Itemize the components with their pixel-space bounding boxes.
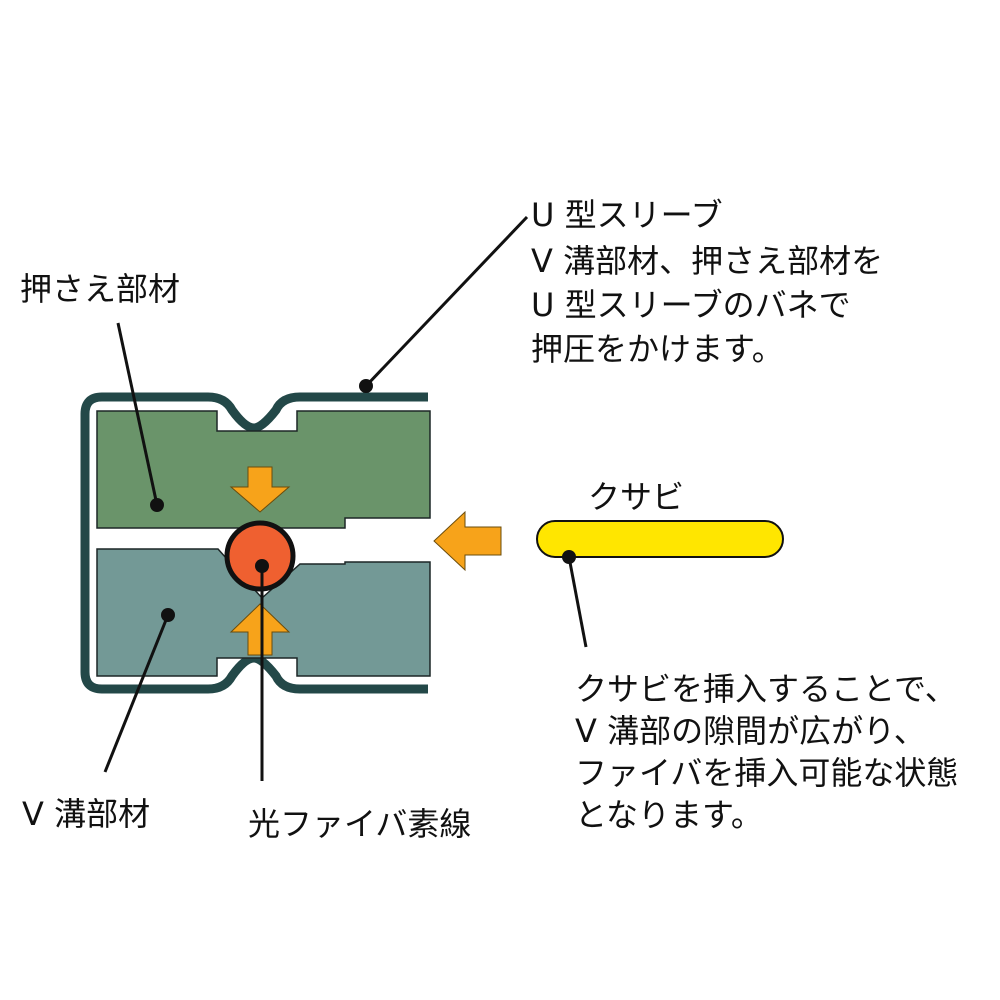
dot-fiber (255, 559, 269, 573)
wedge-label: クサビ (588, 478, 684, 516)
u-sleeve (80, 392, 428, 694)
insert-direction-arrow (433, 510, 502, 572)
dot-u-sleeve (359, 379, 373, 393)
up-pressure-arrow (229, 603, 291, 656)
leader-line-press-member (116, 322, 159, 506)
wedge-note-line-3: ファイバを挿入可能な状態 (575, 754, 958, 792)
v-groove-member-label: V 溝部材 (22, 795, 150, 833)
wedge (536, 520, 784, 558)
u-sleeve-desc-line-2: V 溝部材、押さえ部材を (531, 242, 883, 280)
optical-fiber (224, 520, 296, 592)
down-pressure-arrow (229, 466, 291, 513)
wedge-note-line-2: V 溝部の隙間が広がり、 (575, 712, 926, 750)
leader-line-v-groove (103, 614, 170, 773)
u-sleeve-desc-line-4: 押圧をかけます。 (531, 330, 784, 368)
fiber-label: 光ファイバ素線 (248, 805, 471, 843)
wedge-note-line-4: となります。 (575, 796, 763, 834)
leader-line-u-sleeve (364, 215, 529, 388)
dot-press-member (150, 498, 164, 512)
dot-wedge (562, 550, 576, 564)
u-sleeve-desc-line-3: U 型スリーブのバネで (531, 286, 851, 324)
press-member-label: 押さえ部材 (20, 270, 180, 308)
dot-v-groove (161, 608, 175, 622)
wedge-note-line-1: クサビを挿入することで、 (575, 670, 957, 708)
u-sleeve-label: U 型スリーブ (531, 196, 723, 234)
leader-line-wedge (567, 556, 588, 648)
